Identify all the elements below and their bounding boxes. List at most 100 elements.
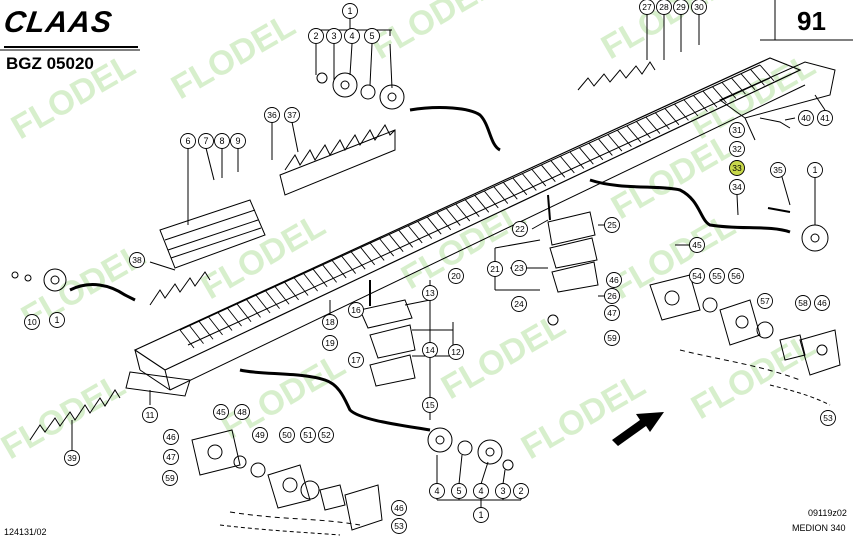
elevator-slat — [569, 151, 585, 169]
elevator-slat — [407, 225, 423, 244]
elevator-slat — [179, 329, 195, 349]
callout-34: 34 — [729, 179, 745, 195]
callout-40: 40 — [798, 110, 814, 126]
callout-circle — [604, 330, 620, 346]
callout-circle — [729, 141, 745, 157]
elevator-slat — [198, 321, 214, 340]
callout-number: 31 — [732, 125, 742, 135]
callout-21: 21 — [487, 261, 503, 277]
svg-text:FLODEL: FLODEL — [685, 46, 822, 147]
callout-number: 5 — [456, 486, 461, 496]
callout-26: 26 — [604, 288, 620, 304]
callout-circle — [279, 427, 295, 443]
callout-number: 16 — [351, 305, 361, 315]
watermark-logo: FLODEL — [395, 196, 532, 297]
callout-4: 4 — [344, 28, 360, 44]
callout-circle — [252, 427, 268, 443]
callout-circle — [689, 268, 705, 284]
elevator-slat — [265, 290, 280, 309]
callout-number: 52 — [321, 430, 331, 440]
callout-13: 13 — [422, 285, 438, 301]
callout-circle — [348, 302, 364, 318]
page-number: 91 — [797, 6, 826, 36]
callout-1: 1 — [342, 3, 358, 19]
callout-16: 16 — [348, 302, 364, 318]
callout-number: 23 — [514, 263, 524, 273]
watermark-logo: FLODEL — [0, 366, 132, 467]
callout-circle — [264, 107, 280, 123]
callout-number: 19 — [325, 338, 335, 348]
callout-circle — [770, 162, 786, 178]
callout-46: 46 — [163, 429, 179, 445]
callout-circle — [820, 410, 836, 426]
callout-number: 22 — [515, 224, 525, 234]
callout-31: 31 — [729, 122, 745, 138]
callout-1: 1 — [473, 507, 489, 523]
callout-number: 12 — [451, 347, 461, 357]
callout-circle — [495, 483, 511, 499]
elevator-slat — [712, 86, 727, 104]
callout-circle — [604, 217, 620, 233]
callout-circle — [163, 429, 179, 445]
callout-number: 48 — [237, 407, 247, 417]
elevator-slat — [607, 134, 623, 152]
callout-circle — [24, 314, 40, 330]
callout-number: 55 — [712, 271, 722, 281]
callout-11: 11 — [142, 407, 158, 423]
callout-number: 49 — [255, 430, 265, 440]
callout-circle — [142, 407, 158, 423]
callout-circle — [344, 28, 360, 44]
callout-number: 25 — [607, 220, 617, 230]
callout-46: 46 — [391, 500, 407, 516]
callout-number: 2 — [313, 31, 318, 41]
svg-text:FLODEL: FLODEL — [365, 0, 502, 67]
callout-circle — [817, 110, 833, 126]
callout-circle — [473, 507, 489, 523]
callout-39: 39 — [64, 450, 80, 466]
callout-circle — [198, 133, 214, 149]
callout-number: 1 — [812, 165, 817, 175]
callout-circle — [673, 0, 689, 15]
elevator-slat — [189, 325, 204, 344]
callout-circle — [391, 500, 407, 516]
callout-23: 23 — [511, 260, 527, 276]
callout-number: 21 — [490, 264, 500, 274]
callout-circle — [429, 483, 445, 499]
callout-19: 19 — [322, 335, 338, 351]
callout-circle — [64, 450, 80, 466]
elevator-slat — [303, 273, 318, 292]
elevator-slat — [293, 277, 309, 296]
elevator-slat — [617, 129, 632, 147]
footer-right-ref: 09119z02 — [808, 508, 847, 518]
callout-circle — [163, 449, 179, 465]
callout-circle — [448, 268, 464, 284]
callout-circle — [300, 427, 316, 443]
watermark-logo: FLODEL — [515, 366, 652, 467]
callout-circle — [284, 107, 300, 123]
elevator-slat — [721, 82, 737, 99]
callout-number: 47 — [607, 308, 617, 318]
callout-37: 37 — [284, 107, 300, 123]
callout-number: 34 — [732, 182, 742, 192]
elevator-slat — [350, 251, 366, 270]
callout-number: 46 — [394, 503, 404, 513]
callout-number: 46 — [166, 432, 176, 442]
callout-5: 5 — [451, 483, 467, 499]
elevator-slat — [598, 138, 613, 156]
group-code: BGZ 05020 — [6, 54, 94, 73]
callout-number: 37 — [287, 110, 297, 120]
callout-55: 55 — [709, 268, 725, 284]
elevator-slat — [645, 116, 661, 134]
callout-29: 29 — [673, 0, 689, 15]
elevator-slat — [341, 255, 356, 274]
callout-number: 26 — [607, 291, 617, 301]
callout-35: 35 — [770, 162, 786, 178]
callout-46: 46 — [814, 295, 830, 311]
callout-3: 3 — [495, 483, 511, 499]
callout-number: 40 — [801, 113, 811, 123]
elevator-slat — [388, 234, 404, 252]
elevator-slat — [331, 260, 347, 279]
callout-47: 47 — [604, 305, 620, 321]
elevator-slat — [502, 182, 518, 200]
elevator-slat — [360, 247, 376, 266]
